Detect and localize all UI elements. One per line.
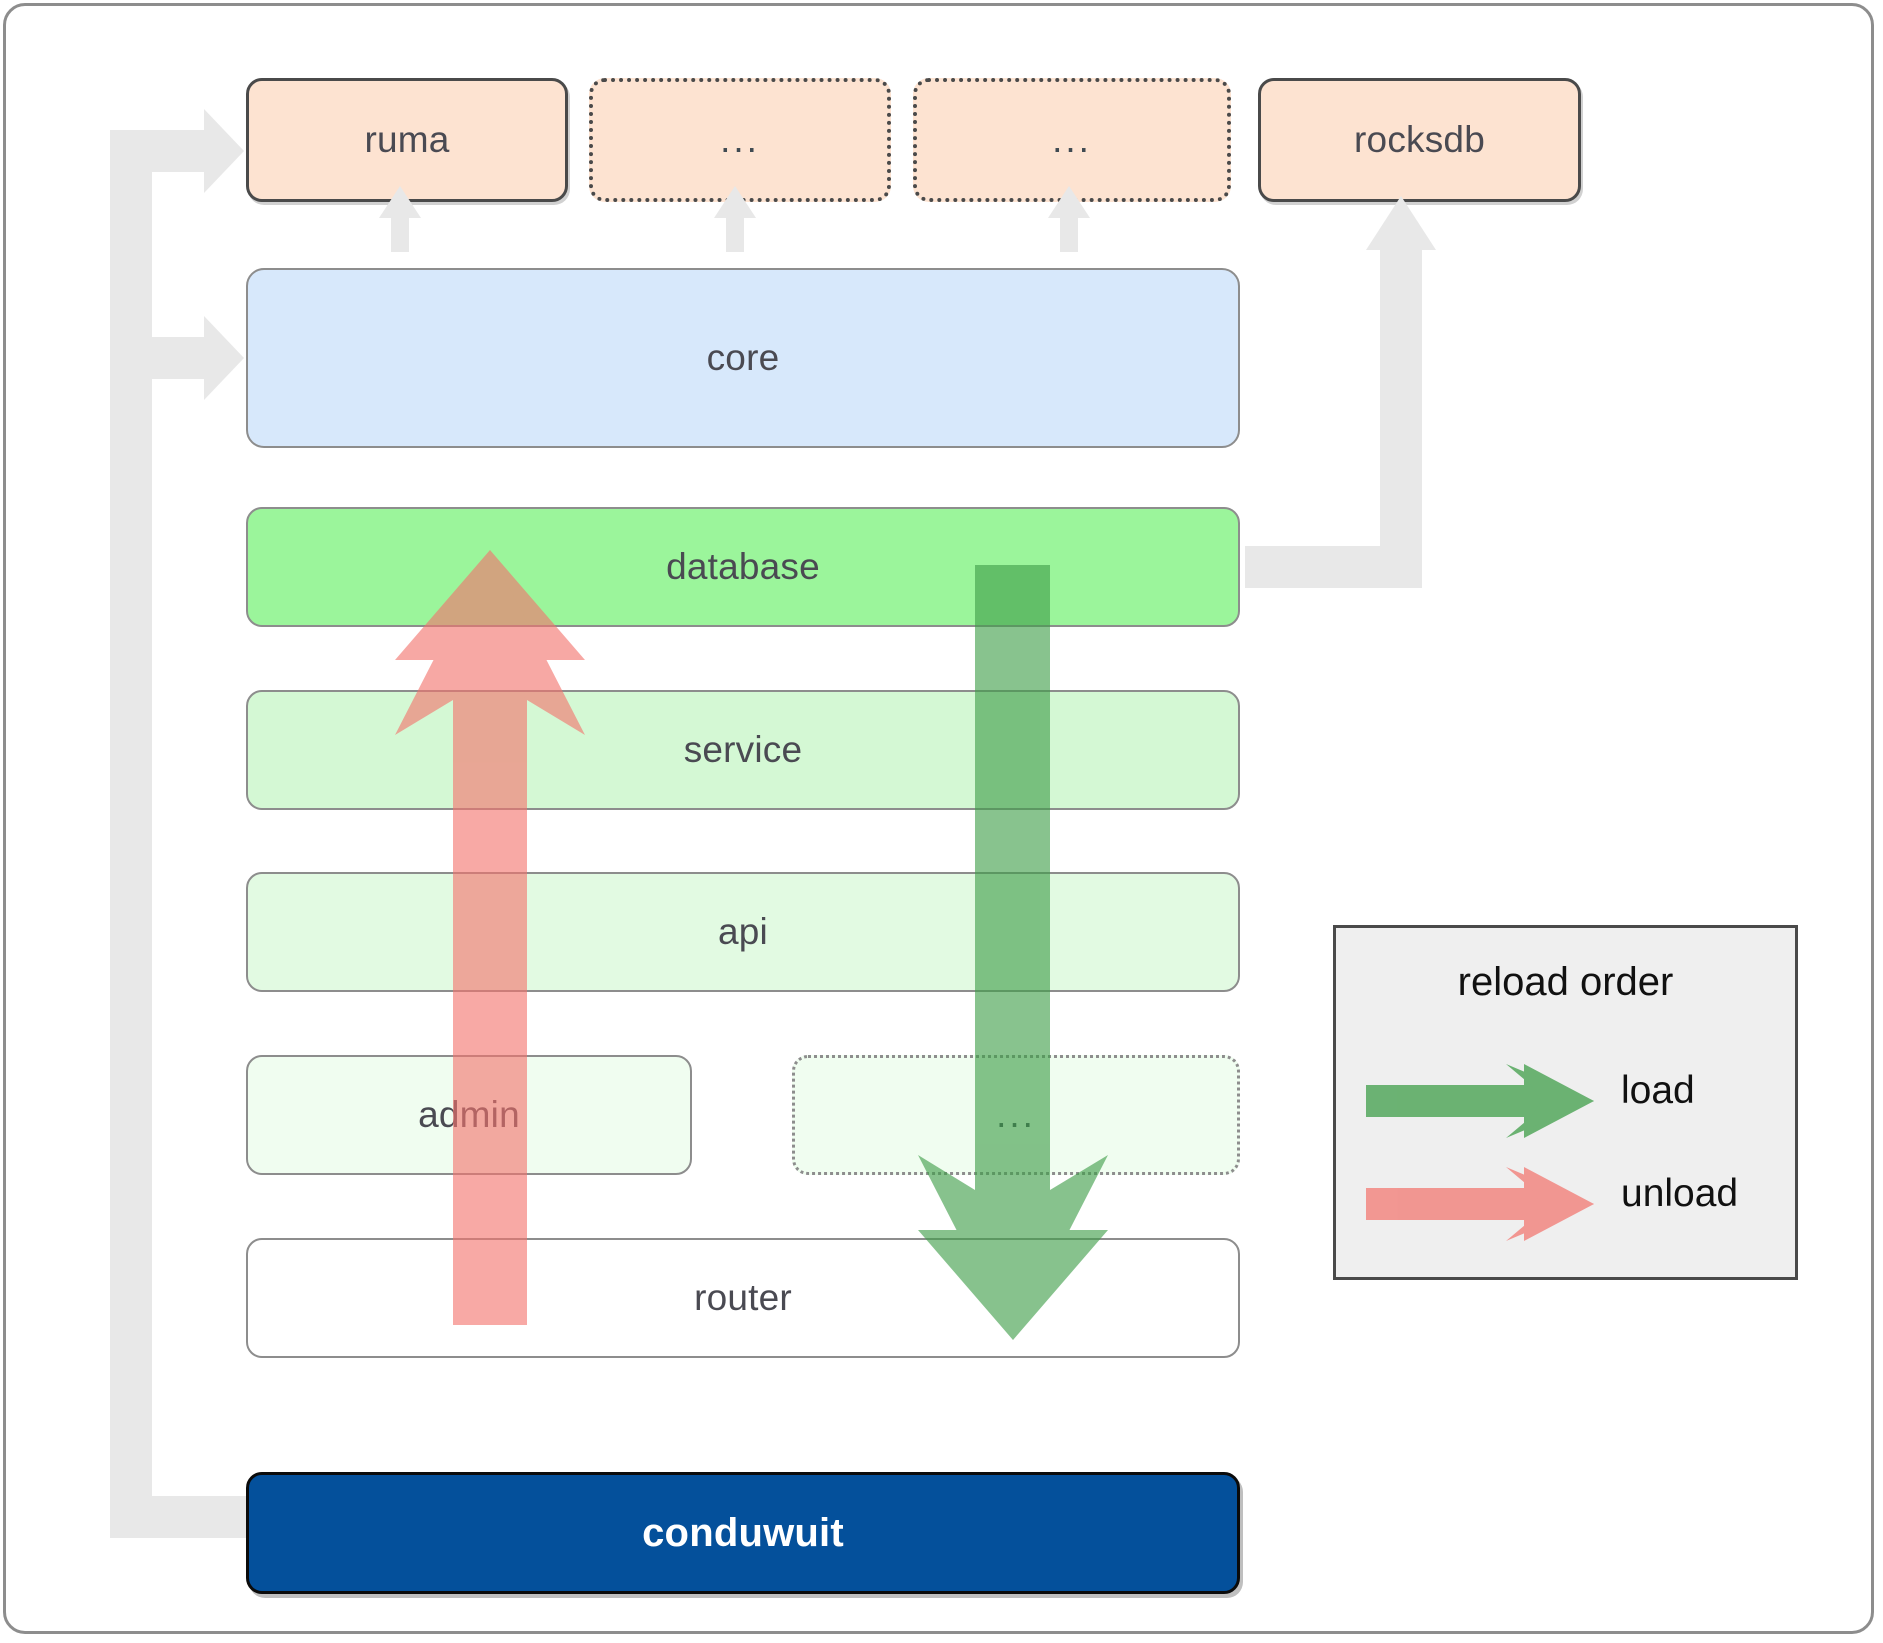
ellipsis-box-1[interactable]: ...	[589, 78, 891, 202]
load-legend-arrow	[1366, 1064, 1594, 1138]
database-label: database	[666, 546, 820, 587]
service-label: service	[683, 729, 803, 770]
conduwuit-box[interactable]: conduwuit	[246, 1472, 1240, 1594]
unload-legend-arrow	[1366, 1167, 1594, 1241]
rocksdb-box[interactable]: rocksdb	[1258, 78, 1581, 202]
legend-row-unload: unload	[1336, 1164, 1795, 1244]
api-label: api	[718, 911, 768, 952]
unload-legend-label: unload	[1621, 1172, 1739, 1215]
router-label: router	[694, 1277, 792, 1318]
legend-row-load: load	[1336, 1061, 1795, 1141]
service-layer[interactable]: service	[246, 690, 1240, 810]
ellipsis-label-1: ...	[720, 118, 760, 160]
legend-panel: reload order load unload	[1333, 925, 1798, 1280]
ruma-label: ruma	[364, 119, 450, 160]
legend-title: reload order	[1457, 960, 1674, 1004]
ellipsis-box-2[interactable]: ...	[913, 78, 1231, 202]
diagram-outer-frame	[3, 3, 1874, 1634]
ruma-box[interactable]: ruma	[246, 78, 568, 202]
admin-layer[interactable]: admin	[246, 1055, 692, 1175]
router-layer[interactable]: router	[246, 1238, 1240, 1358]
rocksdb-label: rocksdb	[1354, 119, 1485, 160]
ellipsis-label-2: ...	[1052, 118, 1092, 160]
api-layer[interactable]: api	[246, 872, 1240, 992]
database-layer[interactable]: database	[246, 507, 1240, 627]
ellipsis-layer-label: ...	[996, 1093, 1036, 1135]
ellipsis-layer[interactable]: ...	[792, 1055, 1240, 1175]
core-box[interactable]: core	[246, 268, 1240, 448]
load-legend-label: load	[1621, 1069, 1695, 1112]
core-label: core	[706, 337, 780, 378]
admin-label: admin	[418, 1094, 520, 1135]
conduwuit-label: conduwuit	[642, 1510, 844, 1555]
